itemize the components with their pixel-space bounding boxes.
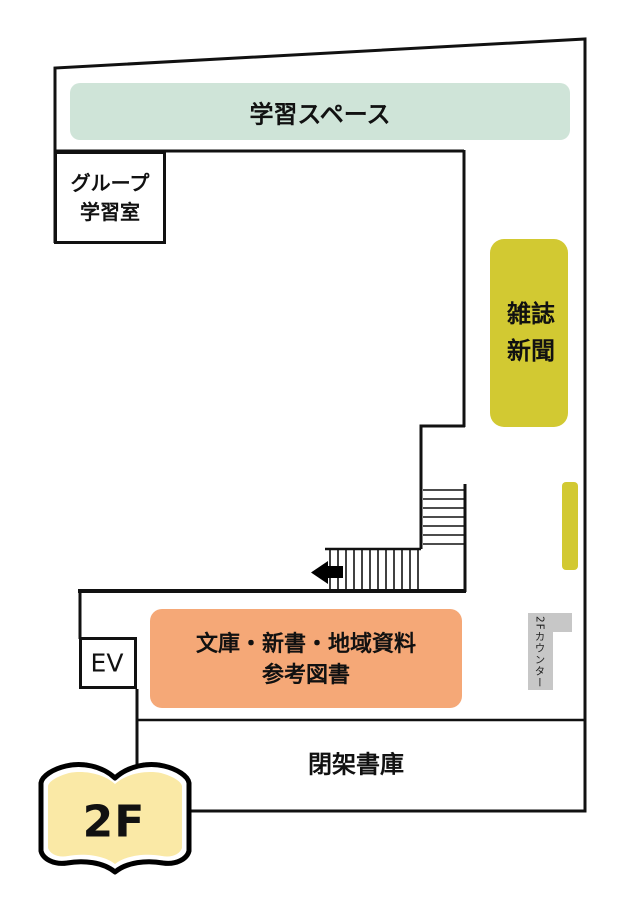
elevator-label: EV [90,648,124,678]
paperbacks-reference-label-line1: 文庫・新書・地域資料 [195,632,417,657]
stairs-lower-flight [329,550,419,589]
magazine-rack-strip [562,482,578,570]
group-study-room-label-line2: 学習室 [80,200,140,224]
magazines-label-line2: 新聞 [507,337,555,365]
paperbacks-reference-label-line2: 参考図書 [261,663,351,688]
closed-stacks-label: 閉架書庫 [308,750,404,779]
study-space-label: 学習スペース [249,100,391,129]
stairs-upper-flight [423,489,464,545]
magazines-newspapers-label: 雑誌 新聞 [507,296,555,370]
paperbacks-reference-label: 文庫・新書・地域資料 参考図書 [196,629,416,691]
group-study-room-label-line1: グループ [70,171,150,195]
stairs-direction-arrow-icon [311,561,343,584]
counter-2f-desk-arm [553,613,572,632]
counter-2f-label: 2Fカウンター [533,616,546,689]
floor-indicator-label: 2F [82,796,146,848]
group-study-room-label: グループ 学習室 [71,169,150,227]
magazines-label-line1: 雑誌 [507,300,555,328]
